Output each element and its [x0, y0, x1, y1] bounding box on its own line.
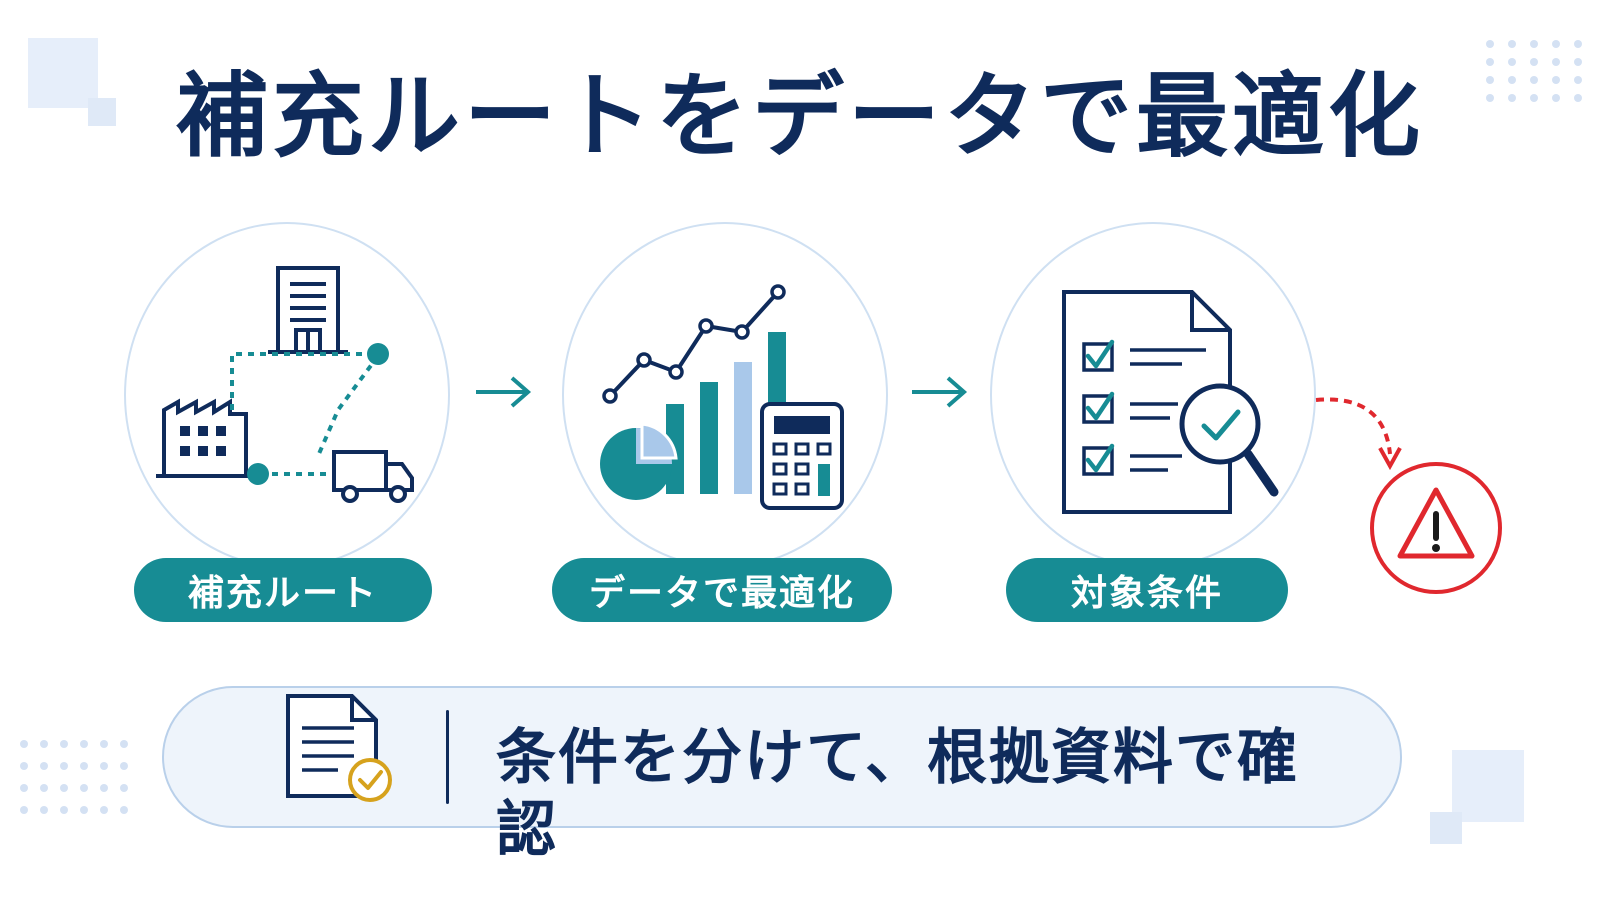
decor-dot	[1574, 58, 1582, 66]
decor-dot	[60, 762, 68, 770]
checklist-inspection-icon	[1062, 290, 1279, 514]
decor-dot	[100, 740, 108, 748]
decor-dot-grid-bottom-left	[20, 740, 128, 814]
decor-dot	[80, 784, 88, 792]
decor-dot	[1486, 40, 1494, 48]
document-check-icon	[286, 694, 392, 802]
decor-dot	[1508, 94, 1516, 102]
decor-dot	[1508, 58, 1516, 66]
banner-divider	[446, 710, 449, 804]
decor-dot-grid-top-right	[1486, 40, 1582, 102]
decor-dot	[1530, 40, 1538, 48]
step-1-label: 補充ルート	[134, 558, 432, 622]
decor-dot	[20, 806, 28, 814]
banner-text: 条件を分けて、根拠資料で確認	[496, 723, 1299, 865]
decor-dot	[20, 740, 28, 748]
decor-square-top-left-large	[28, 38, 98, 108]
decor-dot	[1574, 76, 1582, 84]
arrow-right-icon	[912, 376, 968, 408]
step-1-circle	[124, 222, 450, 568]
decor-dot	[1530, 76, 1538, 84]
decor-dot	[80, 806, 88, 814]
decor-dot	[80, 762, 88, 770]
step-3-circle	[990, 222, 1316, 568]
decor-dot	[120, 740, 128, 748]
supply-route-icon	[156, 266, 414, 503]
decor-dot	[100, 806, 108, 814]
decor-dot	[60, 740, 68, 748]
decor-dot	[80, 740, 88, 748]
decor-dot	[1508, 76, 1516, 84]
decor-dot	[1574, 94, 1582, 102]
decor-dot	[60, 806, 68, 814]
decor-dot	[1486, 76, 1494, 84]
data-analytics-icon	[600, 284, 844, 510]
decor-dot	[40, 806, 48, 814]
decor-dot	[1486, 58, 1494, 66]
decor-dot	[120, 762, 128, 770]
warning-icon	[1370, 462, 1502, 594]
decor-dot	[1552, 94, 1560, 102]
decor-dot	[40, 740, 48, 748]
decor-dot	[1574, 40, 1582, 48]
decor-dot	[1552, 58, 1560, 66]
decor-dot	[20, 762, 28, 770]
page-title: 補充ルートをデータで最適化	[175, 63, 1424, 170]
decor-dot	[1530, 94, 1538, 102]
decor-dot	[1486, 94, 1494, 102]
decor-dot	[1552, 76, 1560, 84]
step-3-label: 対象条件	[1006, 558, 1288, 622]
decor-dot	[1552, 40, 1560, 48]
decor-dot	[100, 762, 108, 770]
decor-dot	[1530, 58, 1538, 66]
decor-dot	[20, 784, 28, 792]
decor-dot	[120, 806, 128, 814]
dashed-branch-arrow-icon	[1315, 397, 1402, 471]
step-2-circle	[562, 222, 888, 568]
decor-dot	[60, 784, 68, 792]
arrow-right-icon	[476, 376, 532, 408]
decor-square-bottom-right-large	[1452, 750, 1524, 822]
decor-dot	[100, 784, 108, 792]
decor-dot	[120, 784, 128, 792]
step-2-label: データで最適化	[552, 558, 892, 622]
decor-square-bottom-right-small	[1430, 812, 1462, 844]
decor-dot	[40, 784, 48, 792]
decor-dot	[1508, 40, 1516, 48]
decor-dot	[40, 762, 48, 770]
decor-square-top-left-small	[88, 98, 116, 126]
